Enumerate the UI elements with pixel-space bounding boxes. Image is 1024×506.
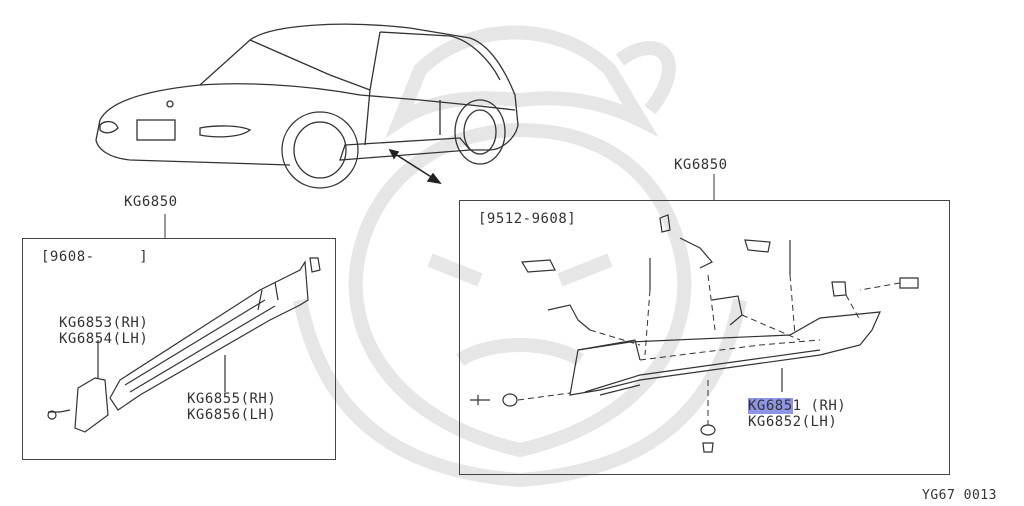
left-panel: [9608- ] KG6853(RH) KG6854(LH) KG6855(RH… (22, 238, 336, 460)
pointer-arrow (388, 148, 442, 185)
figure-code: YG67 0013 (922, 488, 997, 503)
part-kg6853[interactable]: KG6853(RH) (59, 315, 149, 331)
left-side-sill-drawing (47, 257, 321, 433)
car-illustration (95, 23, 519, 189)
right-panel: [9512-9608] KG6851 (RH) KG6852(LH) (459, 200, 950, 475)
part-kg6854[interactable]: KG6854(LH) (59, 331, 149, 347)
search-highlight: KG685 (748, 398, 793, 414)
right-date-range: [9512-9608] (478, 211, 577, 227)
left-date-range: [9608- ] (41, 249, 149, 265)
part-kg6851-suffix: 1 (792, 398, 802, 414)
part-kg6856[interactable]: KG6856(LH) (187, 407, 277, 423)
part-kg6855[interactable]: KG6855(RH) (187, 391, 277, 407)
left-group-code: KG6850 (124, 194, 178, 210)
part-kg6852[interactable]: KG6852(LH) (748, 414, 838, 430)
assembly-guide-lines (517, 274, 901, 425)
part-kg6851[interactable]: KG6851 (RH) (748, 398, 846, 414)
right-side-sill-drawing (470, 214, 919, 453)
part-kg6851-side: (RH) (801, 398, 847, 414)
right-group-code: KG6850 (674, 157, 728, 173)
